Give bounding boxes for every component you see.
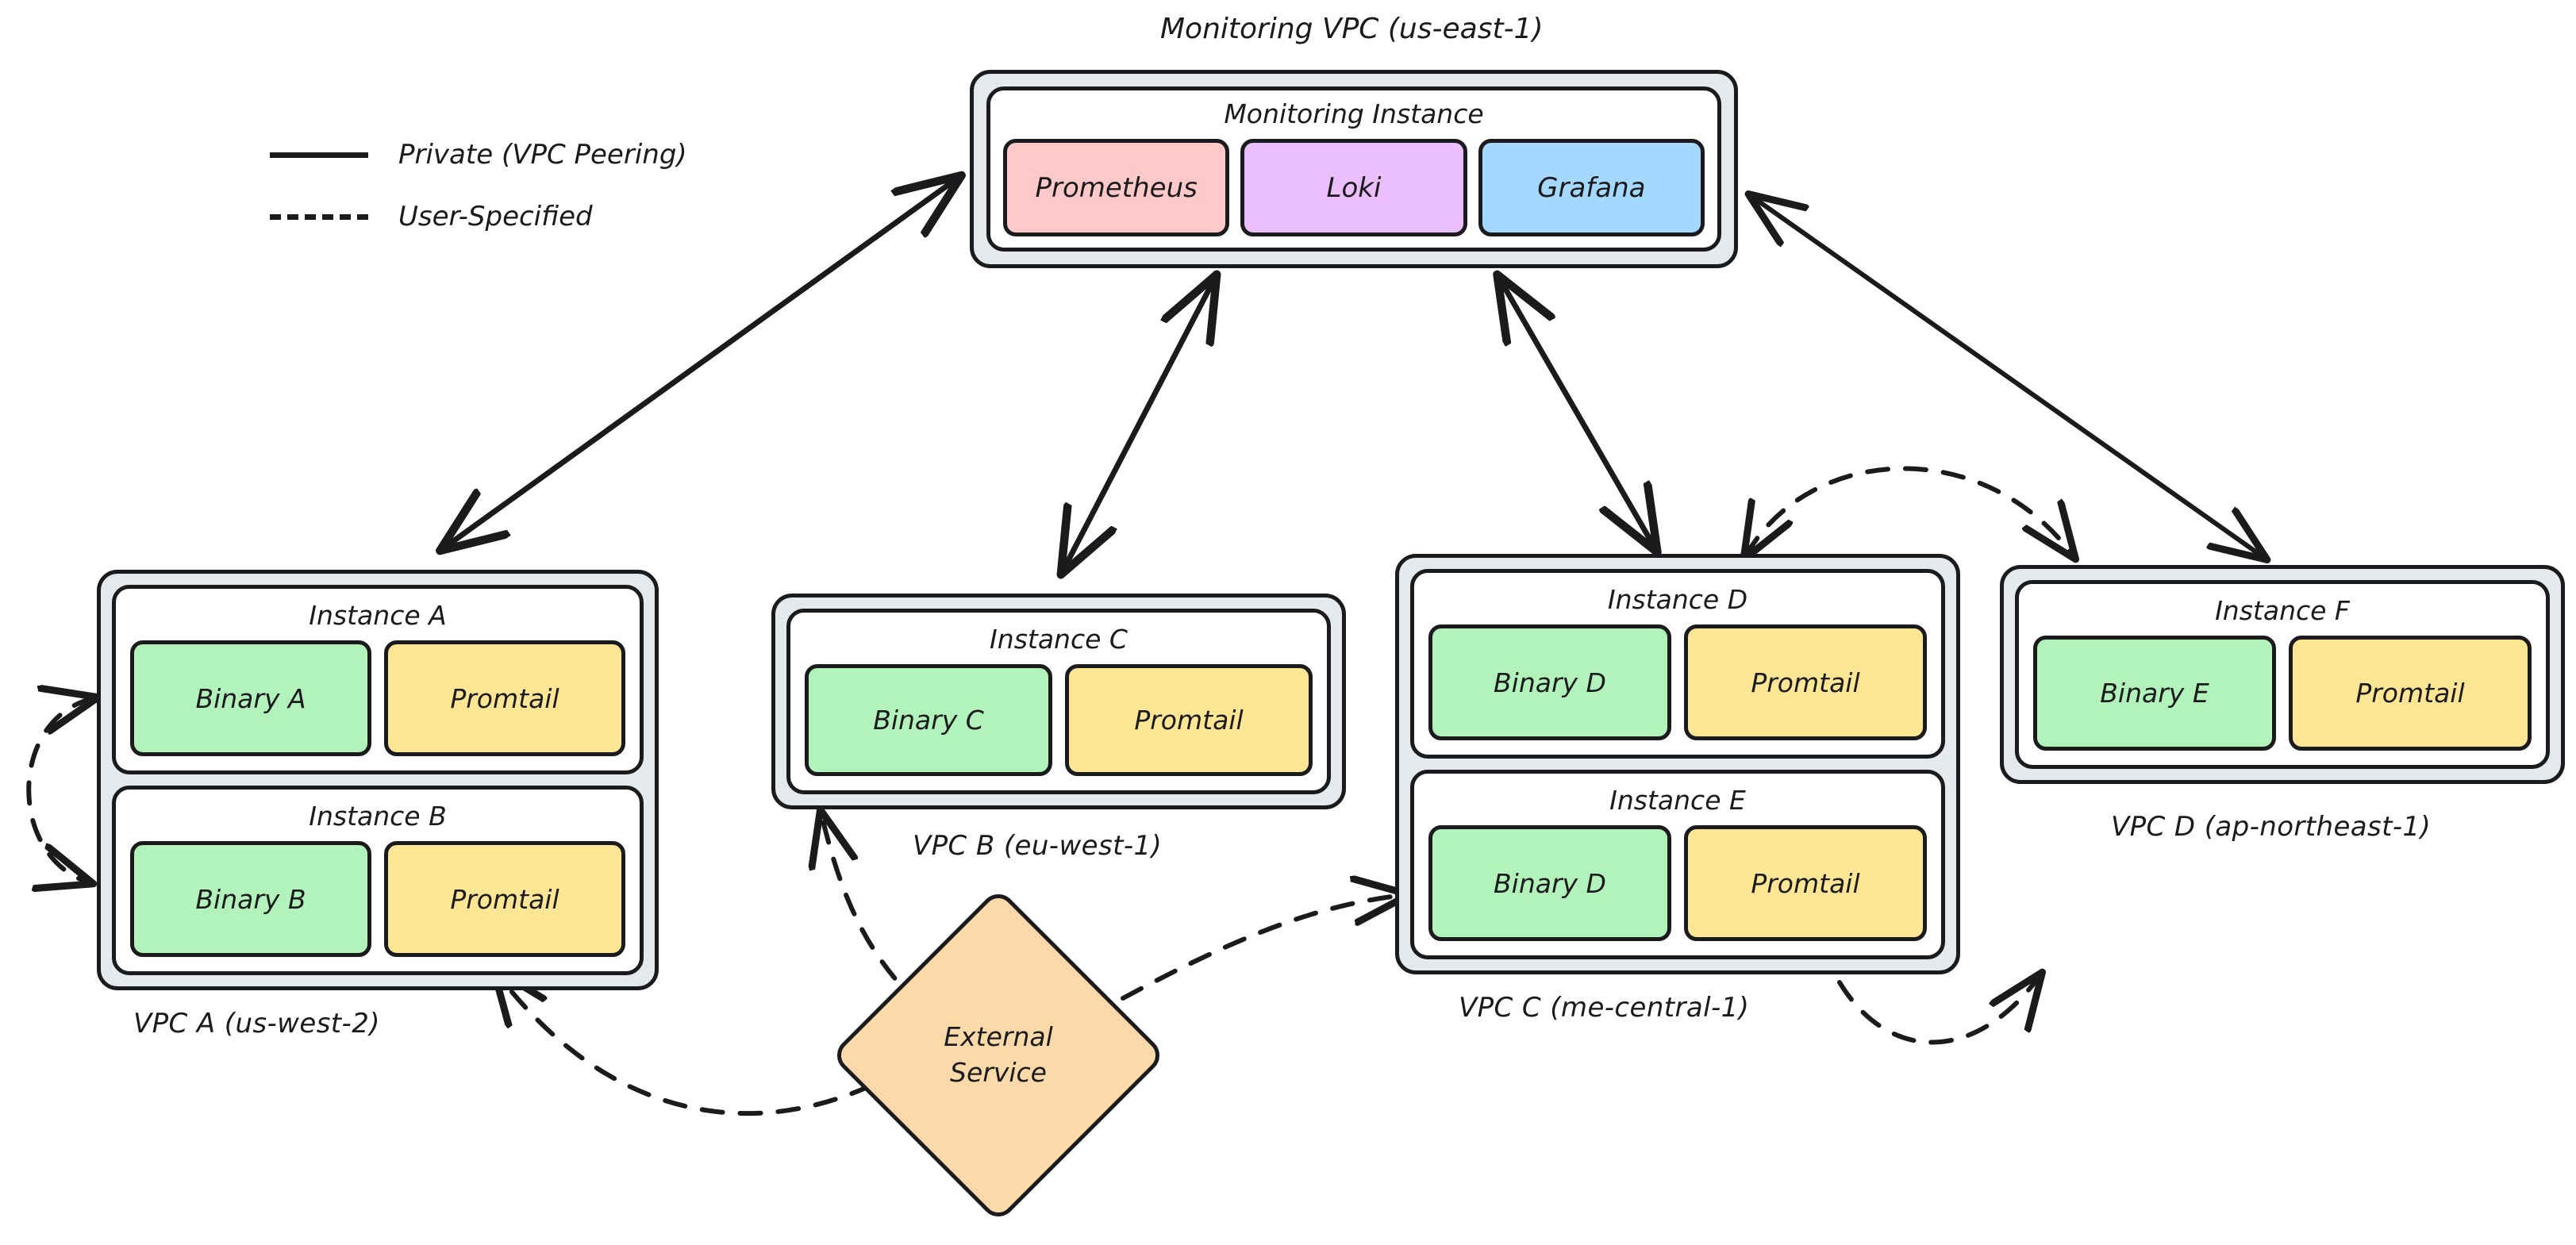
service-loki[interactable]: Loki <box>1240 139 1467 236</box>
instance-f[interactable]: Instance F Binary E Promtail <box>2015 580 2550 769</box>
service-binary[interactable]: Binary C <box>805 664 1052 776</box>
instance-d[interactable]: Instance D Binary D Promtail <box>1410 569 1945 759</box>
vpc-d-caption: VPC D (ap-northeast-1) <box>2111 811 2432 843</box>
service-promtail[interactable]: Promtail <box>384 640 625 756</box>
service-binary[interactable]: Binary E <box>2033 636 2276 751</box>
legend-label-private: Private (VPC Peering) <box>398 139 687 171</box>
vpc-a-caption: VPC A (us-west-2) <box>133 1008 380 1039</box>
edge-monitoring-to-vpc-a <box>444 179 957 548</box>
vpc-c[interactable]: Instance D Binary D Promtail Instance E … <box>1395 554 1960 974</box>
service-promtail[interactable]: Promtail <box>1684 624 1927 740</box>
edge-external-to-vpc-c <box>1121 895 1405 1001</box>
service-promtail[interactable]: Promtail <box>1065 664 1313 776</box>
dashed-line-icon <box>270 213 368 220</box>
instance-monitoring[interactable]: Monitoring Instance Prometheus Loki Graf… <box>986 86 1721 252</box>
service-binary[interactable]: Binary B <box>130 841 371 957</box>
external-service-label: External Service <box>944 1021 1053 1088</box>
instance-title: Instance A <box>309 600 447 631</box>
instance-title: Instance C <box>990 624 1128 655</box>
vpc-b-caption: VPC B (eu-west-1) <box>913 830 1163 862</box>
monitoring-vpc-caption: Monitoring VPC (us-east-1) <box>1160 13 1544 45</box>
service-binary[interactable]: Binary D <box>1428 825 1671 941</box>
service-promtail[interactable]: Promtail <box>384 841 625 957</box>
instance-title: Instance E <box>1609 785 1746 816</box>
edge-vpc-c-to-vpc-d-bottom <box>1837 976 2040 1045</box>
service-grafana[interactable]: Grafana <box>1478 139 1705 236</box>
service-row: Binary D Promtail <box>1428 825 1927 941</box>
service-row: Binary E Promtail <box>2033 636 2532 751</box>
legend-label-user-specified: User-Specified <box>398 201 593 232</box>
service-binary[interactable]: Binary A <box>130 640 371 756</box>
service-row: Binary B Promtail <box>130 841 625 957</box>
vpc-b[interactable]: Instance C Binary C Promtail <box>771 594 1346 809</box>
vpc-c-caption: VPC C (me-central-1) <box>1459 992 1750 1024</box>
edge-monitoring-to-vpc-d <box>1752 197 2263 557</box>
instance-title: Instance B <box>309 801 447 832</box>
instance-e[interactable]: Instance E Binary D Promtail <box>1410 770 1945 959</box>
solid-line-icon <box>270 152 368 158</box>
service-prometheus[interactable]: Prometheus <box>1003 139 1230 236</box>
instance-title: Instance F <box>2215 595 2350 626</box>
instance-title: Instance D <box>1607 584 1748 615</box>
edge-vpc-d-to-vpc-c-top <box>1746 466 2073 555</box>
instance-c[interactable]: Instance C Binary C Promtail <box>786 609 1331 794</box>
service-row: Binary D Promtail <box>1428 624 1927 740</box>
legend-item-user-specified: User-Specified <box>270 201 687 232</box>
service-binary[interactable]: Binary D <box>1428 624 1671 740</box>
legend-item-private: Private (VPC Peering) <box>270 139 687 171</box>
service-promtail[interactable]: Promtail <box>2289 636 2532 751</box>
vpc-d[interactable]: Instance F Binary E Promtail <box>2000 565 2565 784</box>
vpc-monitoring[interactable]: Monitoring Instance Prometheus Loki Graf… <box>970 70 1738 268</box>
service-promtail[interactable]: Promtail <box>1684 825 1927 941</box>
service-row: Binary A Promtail <box>130 640 625 756</box>
service-row: Binary C Promtail <box>805 664 1313 776</box>
edge-instance-a-to-instance-b <box>26 698 94 882</box>
instance-title: Monitoring Instance <box>1224 98 1484 129</box>
instance-a[interactable]: Instance A Binary A Promtail <box>112 585 644 774</box>
service-row: Prometheus Loki Grafana <box>1003 139 1705 236</box>
edge-monitoring-to-vpc-c <box>1500 279 1655 548</box>
legend: Private (VPC Peering) User-Specified <box>270 139 687 232</box>
edge-monitoring-to-vpc-b <box>1063 279 1214 570</box>
instance-b[interactable]: Instance B Binary B Promtail <box>112 786 644 975</box>
vpc-a[interactable]: Instance A Binary A Promtail Instance B … <box>97 570 659 990</box>
